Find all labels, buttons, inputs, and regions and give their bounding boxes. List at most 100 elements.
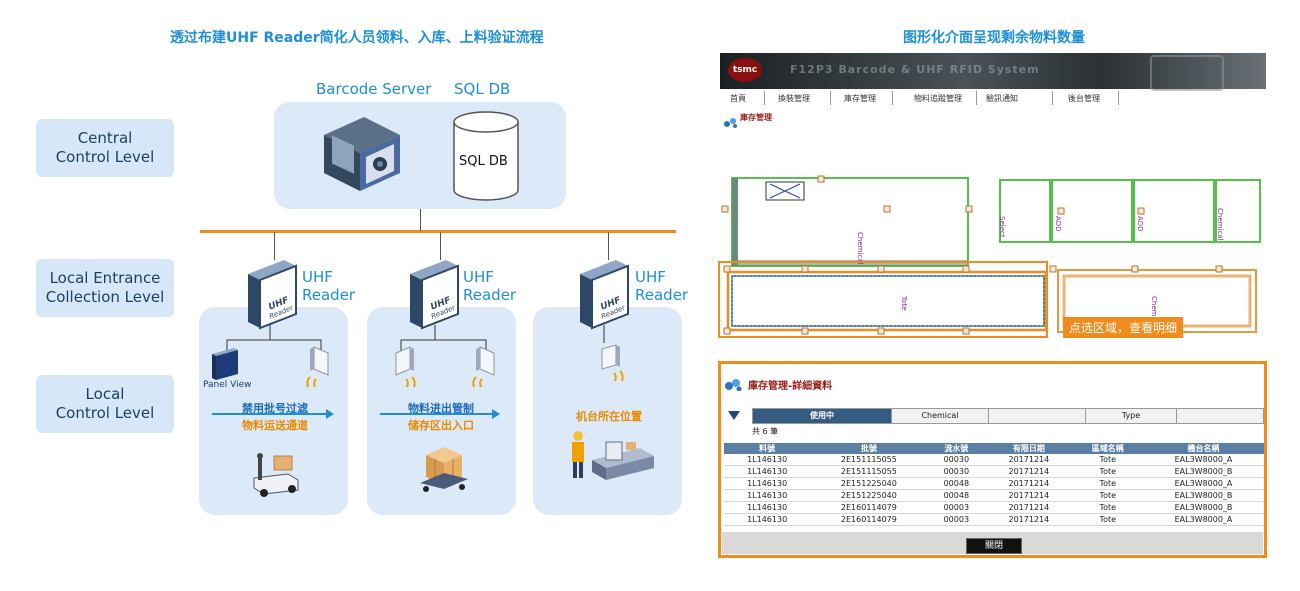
antenna-icon: [306, 346, 329, 388]
level-entrance-label: Local Entrance Collection Level: [45, 269, 165, 306]
col-header: 機台名稱: [1143, 443, 1264, 454]
cell: EAL3W8000_B: [1143, 501, 1264, 514]
close-button[interactable]: 關閉: [966, 538, 1022, 554]
region-add-1[interactable]: [1051, 179, 1133, 243]
map-label: Chemical: [1150, 296, 1158, 329]
region-select[interactable]: [999, 179, 1051, 243]
barcode-server-label: Barcode Server: [316, 80, 432, 98]
nav-divider: [830, 91, 831, 105]
cell: Tote: [1072, 465, 1143, 478]
uhf-reader-icon: UHF Reader: [580, 260, 629, 330]
nav-tracking[interactable]: 物料追蹤管理: [914, 94, 962, 103]
antenna-links: [226, 325, 605, 353]
storage-blue-text: 物料进出管制: [408, 402, 474, 415]
level-local-label: Local Control Level: [55, 385, 155, 422]
uhf-reader-icon: UHF Reader: [410, 260, 459, 330]
tab-empty[interactable]: [1176, 409, 1263, 423]
nav-notify[interactable]: 驗訊通知: [986, 94, 1018, 103]
nav-divider: [1118, 91, 1119, 105]
antenna-icon: [601, 344, 624, 382]
delivery-orange-text: 物料运送通道: [242, 419, 308, 432]
panel-view-icon: [212, 348, 238, 380]
sql-db-text: SQL DB: [459, 154, 508, 169]
uhf-reader-label: UHF Reader: [463, 268, 517, 304]
cell: 20171214: [985, 489, 1073, 502]
cell: Tote: [1072, 501, 1143, 514]
nav-bar: 首頁 換裝管理 庫存管理 物料追蹤管理 驗訊通知 後台管理: [722, 91, 1122, 105]
cell: 20171214: [985, 513, 1073, 526]
uhf-reader-icon: UHF Reader: [248, 260, 297, 330]
link-line: [420, 209, 421, 231]
level-local: Local Control Level: [36, 375, 174, 433]
banner-system-name: F12P3 Barcode & UHF RFID System: [790, 63, 1040, 76]
page-heading: 庫存管理: [740, 113, 772, 122]
level-central: Central Control Level: [36, 119, 174, 177]
system-banner: tsmc F12P3 Barcode & UHF RFID System: [720, 53, 1266, 91]
link-line: [608, 232, 609, 260]
machine-orange-text: 机台所在位置: [576, 410, 642, 423]
col-header: 流水號: [927, 443, 986, 454]
cell: EAL3W8000_A: [1143, 454, 1264, 466]
flow-arrow: [212, 413, 328, 415]
nav-divider: [1052, 91, 1053, 105]
cell: 00030: [927, 454, 986, 466]
tab-chemical[interactable]: Chemical: [891, 409, 988, 423]
tab-in-use[interactable]: 使用中: [753, 409, 891, 423]
region-chemical-2[interactable]: [1215, 179, 1261, 243]
storage-orange-text: 储存区出入口: [408, 419, 474, 432]
cell: 2E151225040: [810, 477, 928, 490]
cell: 00003: [927, 513, 986, 526]
cell: 2E160114079: [810, 513, 928, 526]
cell: 1L146130: [724, 465, 811, 478]
nav-inventory[interactable]: 庫存管理: [844, 94, 876, 103]
region-add-2[interactable]: [1133, 179, 1215, 243]
cell: 20171214: [985, 501, 1073, 514]
cell: 2E151115055: [810, 454, 928, 466]
tab-row: 使用中 Chemical Type: [752, 408, 1264, 424]
callout-label: 点选区域，查看明细: [1063, 317, 1184, 338]
cell: 1L146130: [724, 513, 811, 526]
detail-heading: 庫存管理-詳細資料: [748, 381, 833, 392]
cell: 1L146130: [724, 454, 811, 466]
nav-changeover[interactable]: 換裝管理: [778, 94, 810, 103]
cell: EAL3W8000_A: [1143, 477, 1264, 490]
right-title: 图形化介面呈现剩余物料数量: [903, 30, 1085, 46]
col-header: 區域名稱: [1072, 443, 1143, 454]
region-tote[interactable]: [726, 270, 1048, 332]
cell: Tote: [1072, 513, 1143, 526]
col-header: 批號: [810, 443, 928, 454]
collapse-arrow-icon[interactable]: [728, 411, 740, 420]
uhf-reader-label: UHF Reader: [635, 268, 689, 304]
molecule-icon: [724, 118, 737, 128]
cell: 00003: [927, 501, 986, 514]
molecule-icon: [725, 379, 742, 392]
network-bus-line: [200, 230, 676, 233]
flow-arrow-head: [492, 409, 500, 419]
link-line: [274, 232, 275, 260]
cell: 00048: [927, 489, 986, 502]
tsmc-logo-text: tsmc: [732, 65, 758, 75]
detail-heading-icon: [725, 376, 743, 395]
cell: 20171214: [985, 465, 1073, 478]
map-label: ADD: [1054, 216, 1062, 232]
tsmc-logo: tsmc: [728, 58, 762, 82]
nav-admin[interactable]: 後台管理: [1068, 94, 1100, 103]
tab-empty[interactable]: [988, 409, 1085, 423]
panel-view-label: Panel View: [203, 380, 252, 390]
cell: 2E151115055: [810, 465, 928, 478]
nav-home[interactable]: 首頁: [730, 94, 746, 103]
cell: Tote: [1072, 489, 1143, 502]
cell: 1L146130: [724, 501, 811, 514]
level-central-label: Central Control Level: [55, 129, 155, 166]
cell: 00048: [927, 477, 986, 490]
tab-type[interactable]: Type: [1085, 409, 1176, 423]
cell: 20171214: [985, 477, 1073, 490]
rfid-chip-icon: [1150, 55, 1224, 91]
